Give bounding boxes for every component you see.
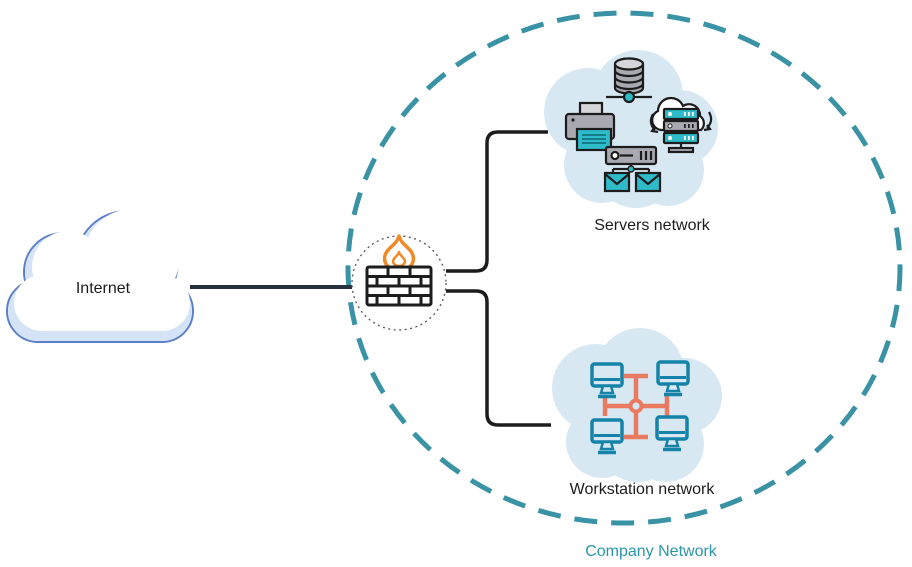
firewall-workstations-link (446, 289, 551, 427)
hub-vertical (624, 373, 648, 440)
mail-server-icon (603, 145, 662, 193)
monitor-icon (656, 360, 690, 397)
server-rack (662, 119, 700, 133)
mail-server-vents (639, 151, 653, 160)
envelope-flap (635, 173, 661, 186)
company-network-label: Company Network (585, 543, 718, 560)
envelope-icon (634, 171, 662, 193)
monitor-icon (590, 418, 624, 455)
mail-node-dot (627, 165, 635, 173)
hub-horizontal (602, 396, 670, 416)
brick-joints (375, 267, 423, 305)
brick-wall-icon (365, 265, 433, 307)
cloud-server-icon (649, 96, 713, 154)
monitor-neck (665, 382, 681, 393)
database-discs (613, 70, 645, 91)
monitor-screen (656, 360, 690, 386)
database-icon (606, 57, 652, 104)
server-rack-dots (668, 112, 694, 140)
firewall-node (351, 234, 447, 331)
printer-icon (564, 101, 616, 152)
cloud-server-arrow-right (703, 111, 713, 132)
server-rack (662, 107, 700, 121)
internet-cloud-highlight (14, 275, 190, 331)
cloud-server-base (667, 146, 695, 154)
company-network-boundary (345, 10, 903, 526)
database-node-dot (622, 90, 636, 104)
internet-label: Internet (76, 280, 131, 297)
workstation-network-cloud: Workstation network (552, 328, 722, 498)
monitor-icon (590, 362, 624, 399)
database-top (613, 57, 645, 71)
cloud-server-arrow-left (649, 113, 659, 134)
servers-network-cloud: Servers network (544, 50, 718, 234)
internet-cloud: Internet (6, 209, 194, 343)
servers-network-label: Servers network (594, 217, 711, 234)
monitor-screen (655, 415, 689, 441)
monitor-neck (599, 384, 615, 395)
hub-center (628, 398, 644, 414)
workstation-network-label: Workstation network (570, 481, 716, 498)
server-rack (662, 131, 700, 145)
envelope-icon (603, 171, 631, 193)
firewall-servers-link (446, 130, 548, 273)
printer-led (571, 118, 575, 122)
monitor-neck (664, 437, 680, 448)
server-rack-dots-dark (667, 123, 694, 129)
monitor-screen (590, 362, 624, 388)
mail-server-knob (610, 150, 620, 161)
envelope-flap (604, 173, 630, 186)
monitor-screen (590, 418, 624, 444)
printer-paper-lines (582, 134, 606, 144)
network-hub-icon (602, 373, 670, 440)
monitor-icon (655, 415, 689, 452)
monitor-neck (599, 440, 615, 451)
